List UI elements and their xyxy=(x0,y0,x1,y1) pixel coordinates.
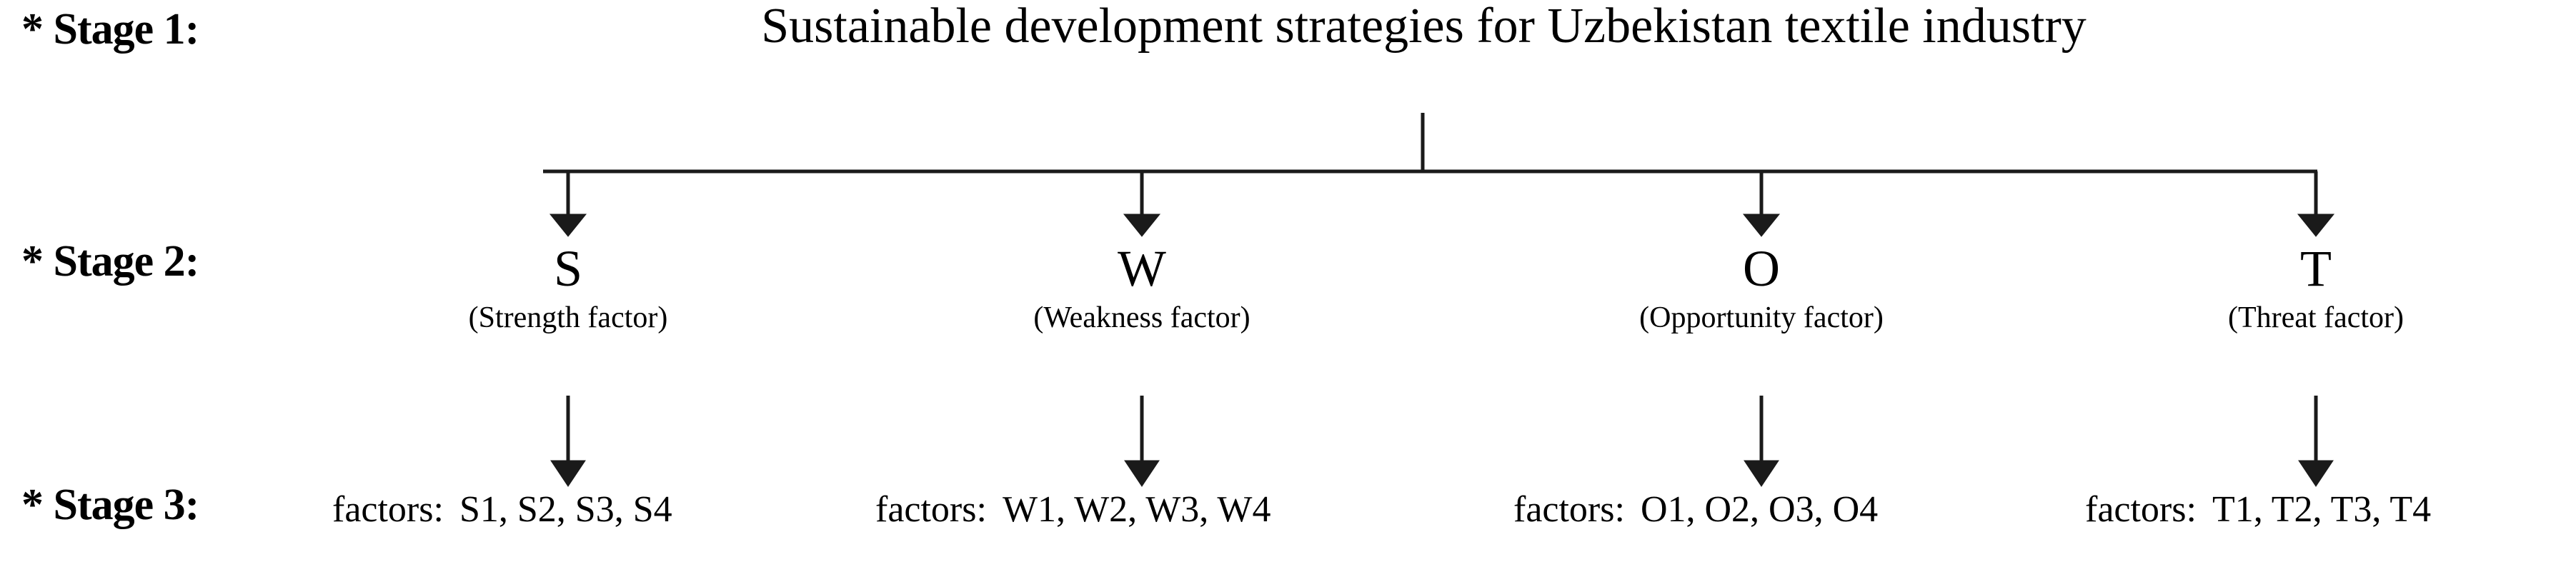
branch-column-strength: S (Strength factor) xyxy=(354,243,782,333)
branch-caption-strength: (Strength factor) xyxy=(468,301,668,334)
branch-arrowhead-strength xyxy=(549,214,587,237)
diagram-title: Sustainable development strategies for U… xyxy=(761,0,2087,54)
factor-group-strength: factors: S1, S2, S3, S4 xyxy=(332,491,672,528)
factor-list-weakness: W1, W2, W3, W4 xyxy=(1002,489,1271,530)
factor-label-strength: factors: xyxy=(332,489,444,530)
factor-list-threat: T1, T2, T3, T4 xyxy=(2212,489,2432,530)
factor-group-threat: factors: T1, T2, T3, T4 xyxy=(2085,491,2431,528)
stage-2-label: * Stage 2: xyxy=(21,237,199,286)
stage-3-label: * Stage 3: xyxy=(21,481,199,529)
stage-1-label: * Stage 1: xyxy=(21,5,199,54)
stage3-arrowhead-threat xyxy=(2298,460,2334,487)
factor-label-threat: factors: xyxy=(2085,489,2197,530)
branch-letter-threat: T xyxy=(2300,240,2332,297)
stage3-arrowhead-opportunity xyxy=(1744,460,1779,487)
factor-group-weakness: factors: W1, W2, W3, W4 xyxy=(875,491,1270,528)
branch-caption-weakness: (Weakness factor) xyxy=(1033,301,1250,334)
factor-list-opportunity: O1, O2, O3, O4 xyxy=(1640,489,1879,530)
factor-group-opportunity: factors: O1, O2, O3, O4 xyxy=(1513,491,1878,528)
branch-letter-strength: S xyxy=(553,240,583,297)
branch-arrowhead-threat xyxy=(2297,214,2335,237)
branch-caption-opportunity: (Opportunity factor) xyxy=(1639,301,1884,334)
branch-caption-threat: (Threat factor) xyxy=(2228,301,2404,334)
stage3-arrowhead-strength xyxy=(550,460,586,487)
branch-letter-weakness: W xyxy=(1118,240,1166,297)
branch-column-weakness: W (Weakness factor) xyxy=(928,243,1356,333)
branch-letter-opportunity: O xyxy=(1743,240,1780,297)
branch-arrowhead-opportunity xyxy=(1742,214,1781,237)
factor-list-strength: S1, S2, S3, S4 xyxy=(459,489,672,530)
factor-label-weakness: factors: xyxy=(875,489,987,530)
stage3-arrowhead-weakness xyxy=(1124,460,1160,487)
branch-column-threat: T (Threat factor) xyxy=(2102,243,2530,333)
branch-column-opportunity: O (Opportunity factor) xyxy=(1547,243,1976,333)
factor-label-opportunity: factors: xyxy=(1513,489,1625,530)
branch-arrowhead-weakness xyxy=(1123,214,1161,237)
